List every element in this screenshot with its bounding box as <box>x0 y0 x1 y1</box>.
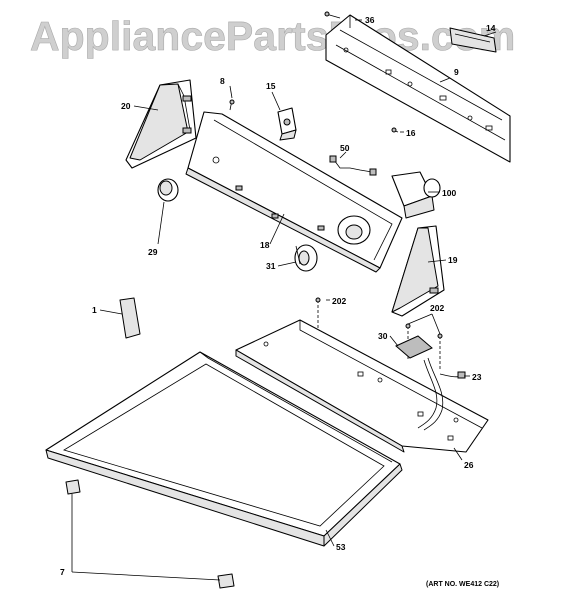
part-8-screw[interactable] <box>229 99 235 111</box>
part-19-end-cap-right[interactable] <box>391 225 445 317</box>
part-31-knob[interactable] <box>294 244 318 272</box>
callout-8: 8 <box>220 76 225 86</box>
callout-31: 31 <box>266 261 276 271</box>
callout-36: 36 <box>365 15 375 25</box>
part-30-bracket[interactable] <box>395 335 433 359</box>
callout-16: 16 <box>406 128 416 138</box>
part-20-end-cap-left[interactable] <box>125 79 197 169</box>
callout-20: 20 <box>121 101 131 111</box>
part-9-rear-panel[interactable] <box>325 14 511 163</box>
callout-1: 1 <box>92 305 97 315</box>
part-1-literature[interactable] <box>119 297 141 339</box>
callout-26: 26 <box>464 460 474 470</box>
part-7-clip-left[interactable] <box>65 479 81 495</box>
callout-7: 7 <box>60 567 65 577</box>
part-53-main-top[interactable] <box>45 351 403 547</box>
watermark-text: AppliancePartsPros.com <box>30 13 515 59</box>
callout-202-a: 202 <box>332 296 346 306</box>
callout-30: 30 <box>378 331 388 341</box>
part-23-wire-harness[interactable] <box>417 357 466 431</box>
callout-50: 50 <box>340 143 350 153</box>
callout-14: 14 <box>486 23 496 33</box>
part-15-switch[interactable] <box>277 107 297 141</box>
callout-18: 18 <box>260 240 270 250</box>
part-18-control-console[interactable] <box>185 111 403 273</box>
part-36-screw[interactable] <box>324 11 341 19</box>
callout-100: 100 <box>442 188 456 198</box>
callout-9: 9 <box>454 67 459 77</box>
callout-23: 23 <box>472 372 482 382</box>
part-29-knob[interactable] <box>157 178 179 202</box>
part-26-top-frame[interactable] <box>235 319 489 453</box>
art-number: (ART NO. WE412 C22) <box>426 581 499 588</box>
part-100-timer[interactable] <box>391 171 441 219</box>
callout-15: 15 <box>266 81 276 91</box>
callout-53: 53 <box>336 542 346 552</box>
part-202-screw-a[interactable] <box>315 297 321 340</box>
callout-29: 29 <box>148 247 158 257</box>
leader-lines <box>71 19 497 581</box>
part-14-label[interactable] <box>449 27 497 53</box>
part-16-screw[interactable] <box>391 127 399 133</box>
part-7-clip-right[interactable] <box>217 573 235 589</box>
callout-19: 19 <box>448 255 458 265</box>
part-50-harness[interactable] <box>329 155 377 176</box>
callout-202-b: 202 <box>430 303 444 313</box>
